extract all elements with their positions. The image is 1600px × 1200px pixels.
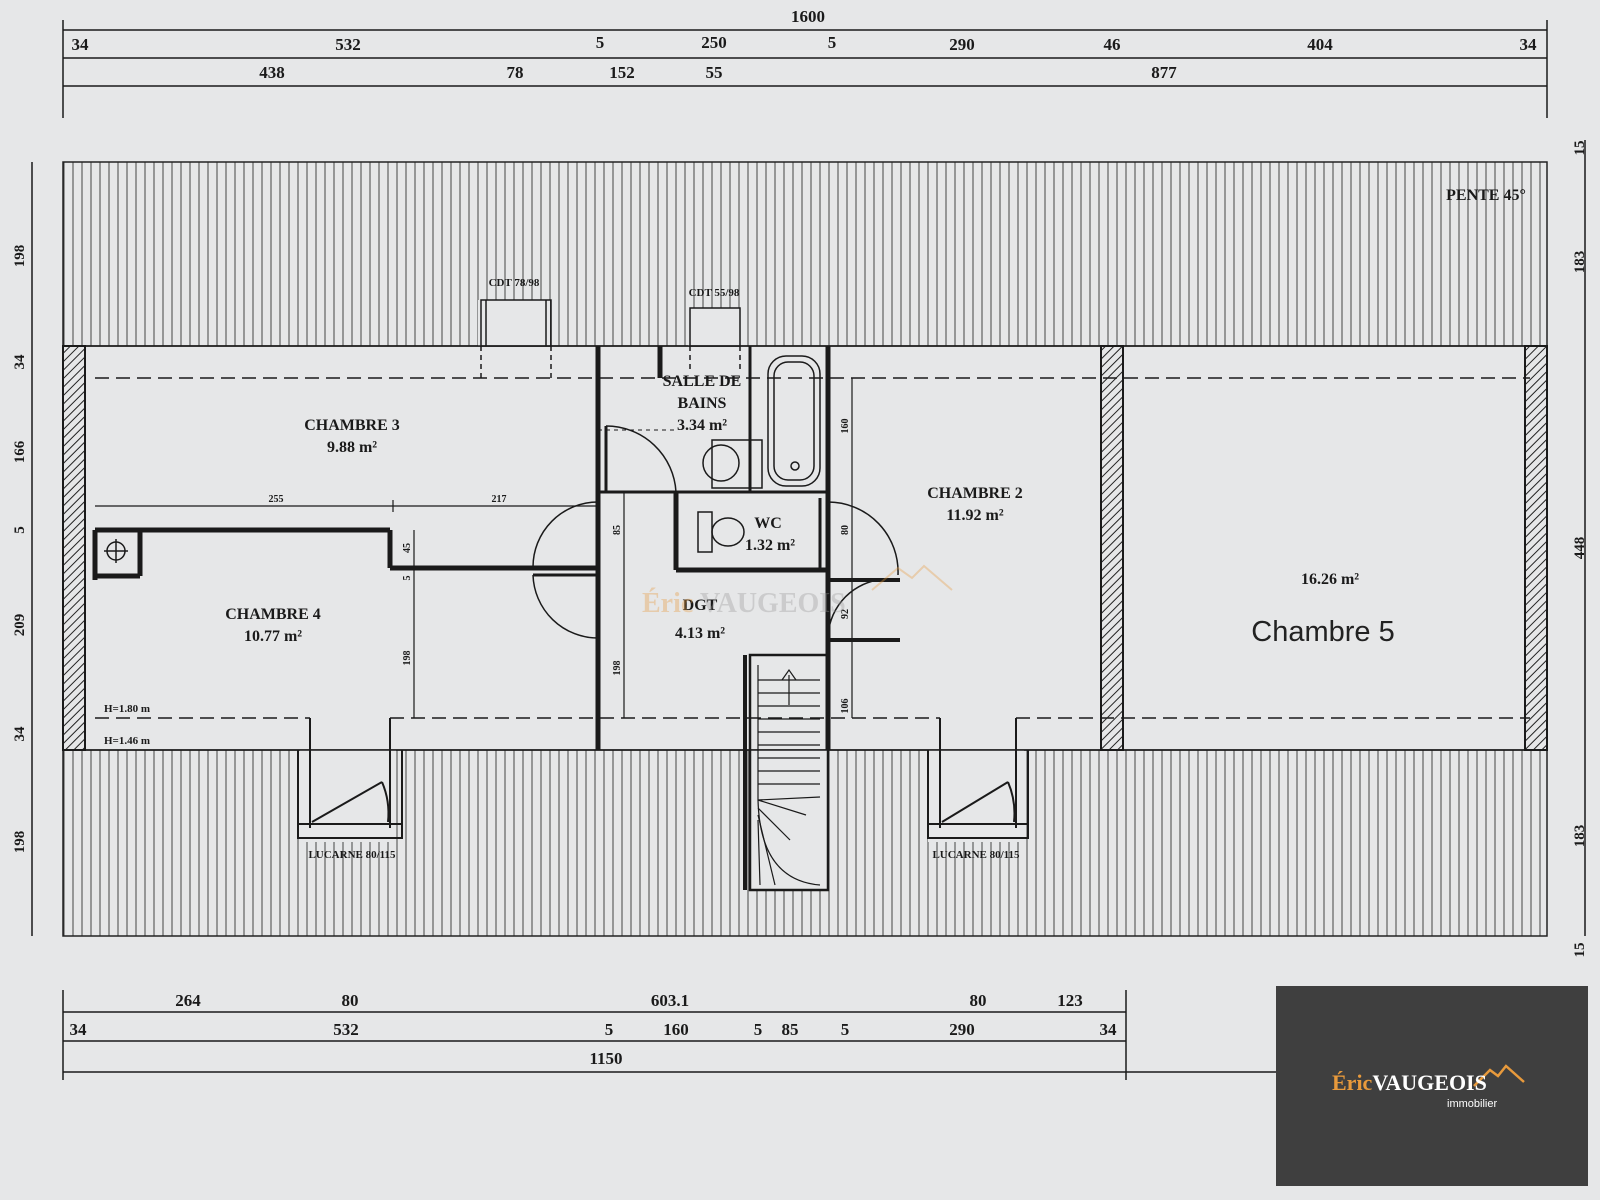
top-dim-r1-5: 290: [949, 35, 975, 54]
svg-text:Éric: Éric: [642, 588, 693, 619]
room-sdb-name1: SALLE DE: [663, 373, 742, 390]
top-dim-r1-4: 5: [828, 33, 837, 52]
height-label-2: H=1.46 m: [104, 735, 150, 747]
top-dim-r1-1: 532: [335, 35, 361, 54]
watermark: Éric VAUGEOIS: [642, 564, 953, 619]
lucarne-label-1: LUCARNE 80/115: [308, 849, 396, 861]
pente-label: PENTE 45°: [1446, 187, 1526, 204]
outer-dimension-lines: [31, 20, 1586, 1080]
bottom-dim-r1-1: 80: [342, 991, 359, 1010]
top-dim-r1-0: 34: [72, 35, 90, 54]
svg-text:VAUGEOIS: VAUGEOIS: [700, 588, 846, 619]
bottom-dim-total: 1150: [589, 1049, 622, 1068]
top-dim-r1-7: 404: [1307, 35, 1333, 54]
doors: [532, 425, 899, 641]
top-dim-r2-4: 877: [1151, 63, 1177, 82]
room-chambre3-area: 9.88 m²: [327, 439, 377, 456]
logo-last-name: VAUGEOIS: [1372, 1070, 1487, 1095]
left-dim-5: 34: [12, 726, 28, 742]
bottom-dim-r2-1: 532: [333, 1020, 359, 1039]
inner-dim-9: 92: [840, 609, 851, 619]
bottom-dim-r1-0: 264: [175, 991, 201, 1010]
cdt1-label: CDT 78/98: [489, 277, 540, 289]
room-chambre5-name: Chambre 5: [1251, 616, 1394, 648]
left-dim-0: 198: [12, 245, 28, 268]
top-dim-total: 1600: [791, 7, 825, 26]
inner-dim-2: 45: [402, 543, 413, 553]
top-dim-r1-8: 34: [1520, 35, 1538, 54]
boiler-symbol: [104, 539, 128, 563]
left-dim-3: 5: [12, 526, 28, 534]
inner-dim-6: 198: [612, 661, 623, 676]
bottom-dim-r1-2: 603.1: [651, 991, 689, 1010]
top-dim-r1-3: 250: [701, 33, 727, 52]
top-dim-r2-3: 55: [706, 63, 723, 82]
room-chambre2-name: CHAMBRE 2: [927, 485, 1023, 502]
left-dim-4: 209: [12, 614, 28, 637]
bottom-dim-r2-6: 5: [841, 1020, 850, 1039]
height-label-1: H=1.80 m: [104, 703, 150, 715]
bottom-dim-r2-8: 34: [1100, 1020, 1118, 1039]
room-chambre5-area: 16.26 m²: [1301, 571, 1359, 588]
bottom-dim-r2-7: 290: [949, 1020, 975, 1039]
sanitary: [598, 346, 821, 553]
room-chambre2-area: 11.92 m²: [946, 507, 1003, 524]
roof-windows: [480, 299, 741, 378]
right-dim-0: 15: [1572, 141, 1588, 156]
left-dim-1: 34: [12, 354, 28, 370]
inner-dim-1: 217: [492, 494, 507, 505]
room-sdb-name2: BAINS: [678, 395, 727, 412]
dormers: [297, 718, 1029, 839]
top-dim-r1-6: 46: [1104, 35, 1121, 54]
roof-hatching: [62, 161, 1548, 937]
logo-name: ÉricVAUGEOIS: [1332, 1070, 1487, 1096]
room-wc-area: 1.32 m²: [745, 537, 795, 554]
lucarne-label-2: LUCARNE 80/115: [932, 849, 1020, 861]
bottom-dim-r2-3: 160: [663, 1020, 689, 1039]
left-dim-6: 198: [12, 831, 28, 854]
inner-dim-0: 255: [269, 494, 284, 505]
room-wc-name: WC: [754, 515, 782, 532]
inner-dim-3: 5: [402, 576, 413, 581]
bottom-dim-r1-3: 80: [970, 991, 987, 1010]
room-chambre3-name: CHAMBRE 3: [304, 417, 400, 434]
inner-dim-5: 85: [612, 525, 623, 535]
right-dim-2: 448: [1572, 537, 1588, 560]
inner-dim-10: 106: [840, 699, 851, 714]
inner-dim-7: 160: [840, 419, 851, 434]
right-dim-3: 183: [1572, 825, 1588, 848]
left-dim-2: 166: [12, 440, 28, 463]
bottom-dim-r2-2: 5: [605, 1020, 614, 1039]
inner-dimension-lines: [95, 378, 853, 718]
room-chambre4-area: 10.77 m²: [244, 628, 302, 645]
inner-dim-8: 80: [840, 525, 851, 535]
house-roof-icon: [1473, 1064, 1525, 1087]
bottom-dim-r1-4: 123: [1057, 991, 1083, 1010]
stairs: [757, 665, 821, 886]
inner-dim-4: 198: [402, 651, 413, 666]
top-dim-r2-1: 78: [507, 63, 524, 82]
right-dim-4: 15: [1572, 943, 1588, 958]
bottom-dim-r2-0: 34: [70, 1020, 88, 1039]
agency-logo: ÉricVAUGEOIS immobilier: [1276, 986, 1588, 1186]
bottom-dim-r2-4: 5: [754, 1020, 763, 1039]
cdt2-label: CDT 55/98: [689, 287, 740, 299]
right-dim-1: 183: [1572, 251, 1588, 274]
top-dim-r2-0: 438: [259, 63, 285, 82]
floor-walls: [62, 345, 1548, 892]
bottom-dim-r2-5: 85: [782, 1020, 799, 1039]
room-chambre4-name: CHAMBRE 4: [225, 606, 321, 623]
logo-subtitle: immobilier: [1447, 1098, 1498, 1110]
top-dim-r2-2: 152: [609, 63, 635, 82]
top-dim-r1-2: 5: [596, 33, 605, 52]
room-dgt-name: DGT: [683, 597, 718, 614]
logo-first-name: Éric: [1332, 1070, 1373, 1095]
room-dgt-area: 4.13 m²: [675, 625, 725, 642]
room-sdb-area: 3.34 m²: [677, 417, 727, 434]
